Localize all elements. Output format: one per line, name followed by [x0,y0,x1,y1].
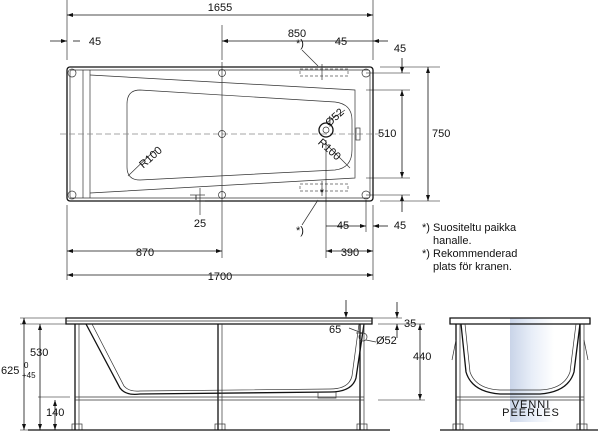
inner-well-outline [89,74,356,194]
tap-zone-marker: * [320,187,325,199]
inner-basin-outline [126,89,353,181]
dimension-labels: 1655 850 45 45 45 *) 510 750 R100 R100 Ø… [1,2,450,419]
dim-45-bottom-a: 45 [337,220,349,232]
tap-zone-bottom [299,183,349,192]
foot-icon [67,190,77,200]
svg-text:PEERLES: PEERLES [502,407,560,419]
note-finnish-line2: hanalle. [433,235,472,247]
dim-625-tolerance-top: 0 [24,361,29,370]
radius-left-label: R100 [137,145,165,172]
note-swedish-line1: *) Rekommenderad [422,248,517,260]
dim-1655: 1655 [208,2,232,14]
note-swedish-line2: plats för kranen. [433,261,512,273]
top-rim-outline [66,66,374,202]
dim-45-left: 45 [89,36,101,48]
tap-zone-top [299,68,349,77]
side-drain-label: Ø52 [376,335,397,347]
dim-625: 625 [1,365,19,377]
side-tub-body [85,323,365,396]
dim-390: 390 [341,247,359,259]
watermark-text: VENNI PEERLES [502,399,560,419]
tap-notes: *) Suositeltu paikka hanalle. *) Rekomme… [422,222,517,273]
top-dimensions [50,0,440,215]
tap-note-marker-bottom: *) [296,225,304,237]
side-rim [65,317,373,325]
svg-text:VENNI: VENNI [512,399,551,411]
drain-diameter-label: Ø52 [323,106,346,129]
tap-note-marker-top: *) [296,38,304,50]
radius-right-label: R100 [315,137,343,164]
bottom-dimensions [66,140,388,280]
dim-530: 530 [30,347,48,359]
dim-140: 140 [46,407,64,419]
dim-510: 510 [378,128,396,140]
dim-440: 440 [413,351,431,363]
dim-45-top-right: 45 [335,36,347,48]
foot-icon [67,68,77,78]
dim-65: 65 [329,324,341,336]
dim-25: 25 [194,218,206,230]
dim-870: 870 [136,247,154,259]
dim-750: 750 [432,128,450,140]
dim-45-bottom-b: 45 [394,220,406,232]
dim-625-tolerance-bottom: +45 [22,371,36,380]
note-finnish-line1: *) Suositeltu paikka [422,222,517,234]
dim-850: 850 [288,28,306,40]
side-dimensions [20,302,425,431]
end-view [440,317,598,431]
top-view [60,49,385,226]
manufacturer-watermark [510,318,554,422]
dim-45-right-top: 45 [394,43,406,55]
dim-35: 35 [404,318,416,330]
dim-1700: 1700 [208,271,232,283]
side-view [28,300,390,431]
